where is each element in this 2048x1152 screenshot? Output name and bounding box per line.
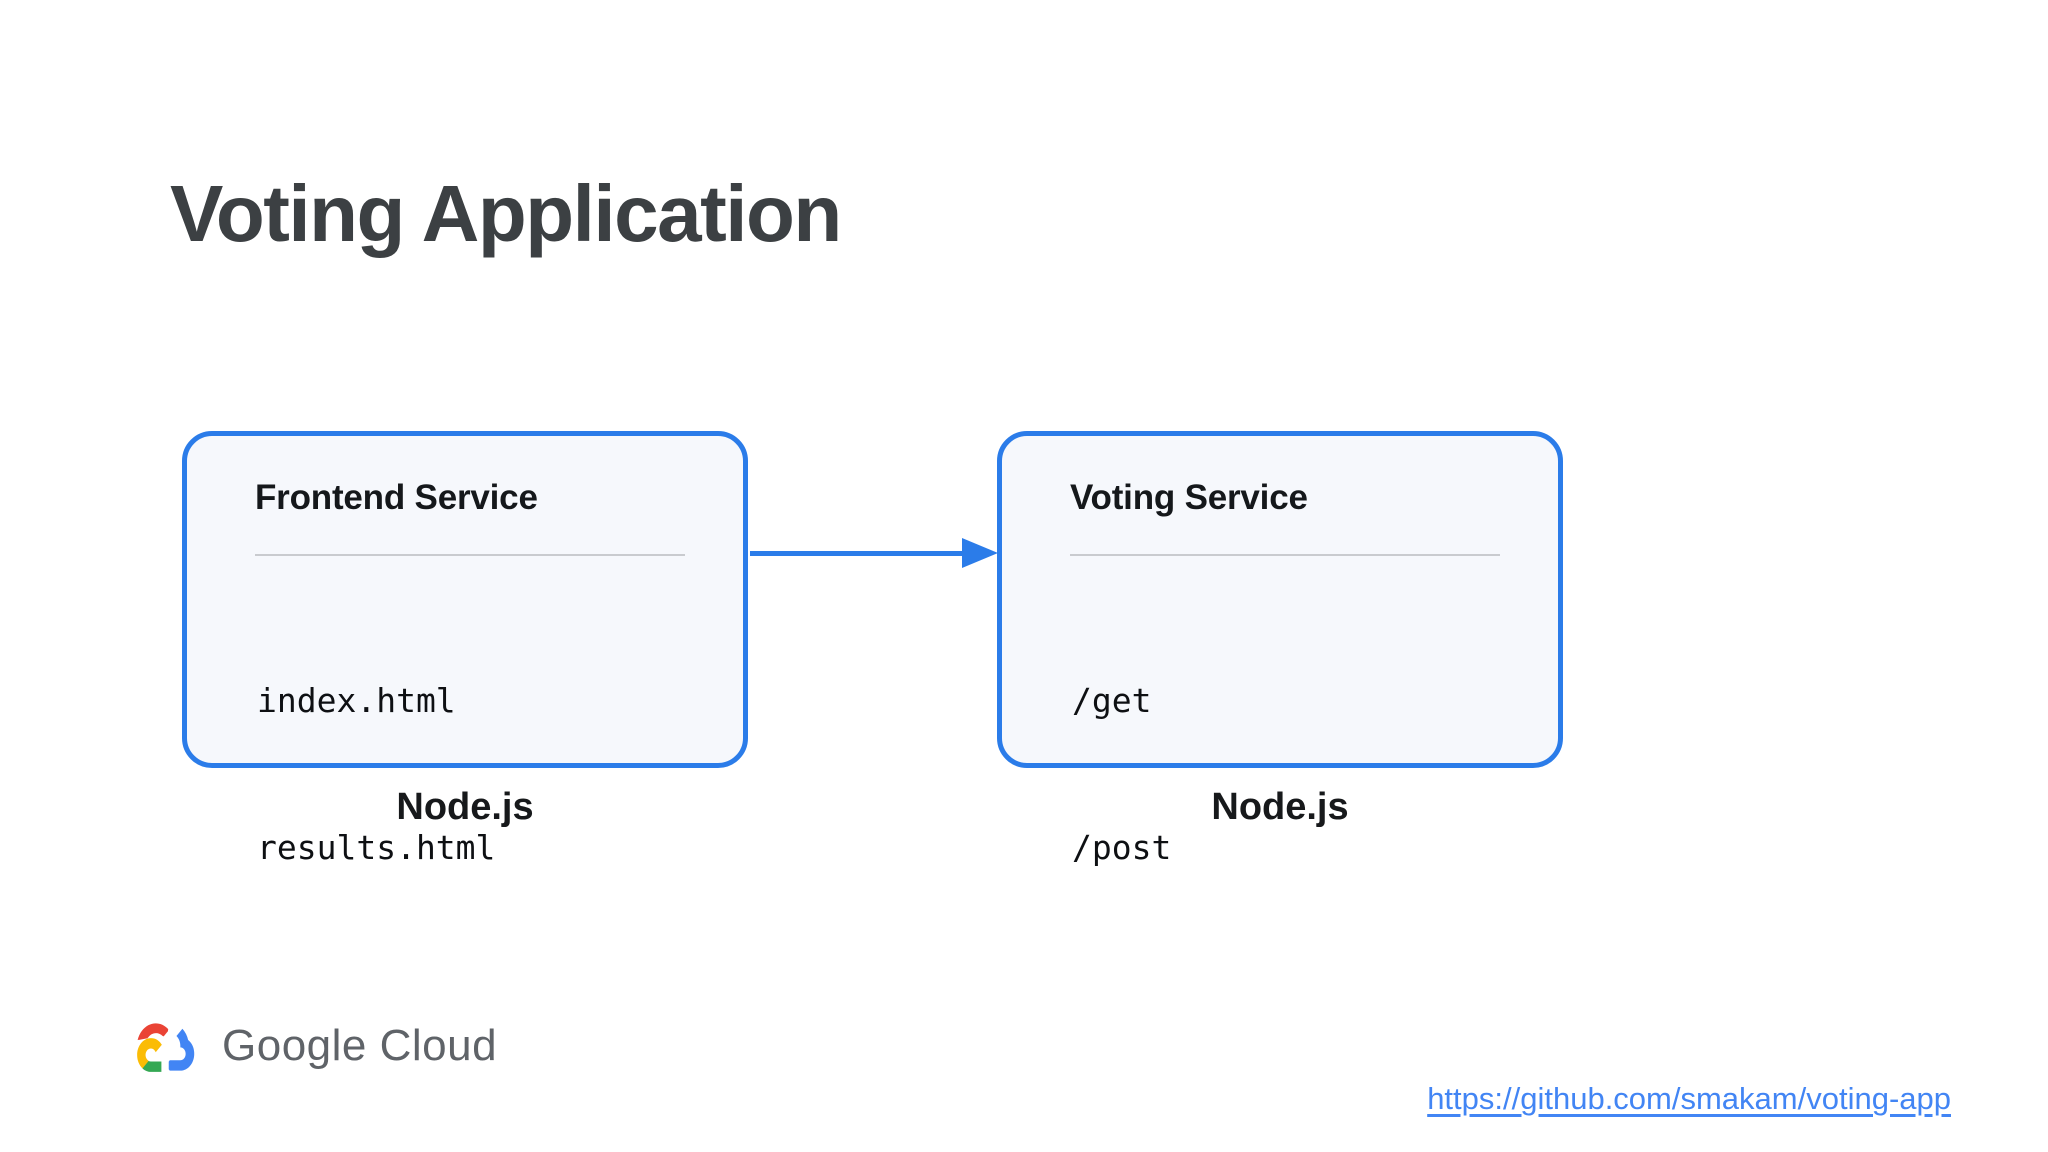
arrow-head-icon xyxy=(962,538,998,568)
frontend-to-voting-arrow-line xyxy=(750,551,964,556)
github-link[interactable]: https://github.com/smakam/voting-app xyxy=(1427,1081,1951,1116)
voting-service-items: /get /post xyxy=(1072,578,1191,970)
voting-service-card: Voting Service /get /post xyxy=(997,431,1563,867)
frontend-item-index: index.html xyxy=(257,681,456,720)
voting-runtime-label: Node.js xyxy=(1211,786,1349,828)
frontend-service-items: index.html results.html xyxy=(257,578,495,970)
frontend-service-title: Frontend Service xyxy=(255,478,538,517)
voting-service-title: Voting Service xyxy=(1070,478,1308,517)
page-title: Voting Application xyxy=(170,169,842,258)
google-cloud-wordmark: Google Cloud xyxy=(222,1021,498,1070)
frontend-service-card: Frontend Service index.html results.html xyxy=(182,431,748,867)
voting-item-post: /post xyxy=(1072,828,1172,867)
voting-item-get: /get xyxy=(1072,681,1152,720)
divider xyxy=(1070,554,1500,556)
google-cloud-logo-icon xyxy=(137,1023,195,1072)
frontend-item-results: results.html xyxy=(257,828,496,867)
frontend-runtime-label: Node.js xyxy=(396,786,534,828)
divider xyxy=(255,554,685,556)
